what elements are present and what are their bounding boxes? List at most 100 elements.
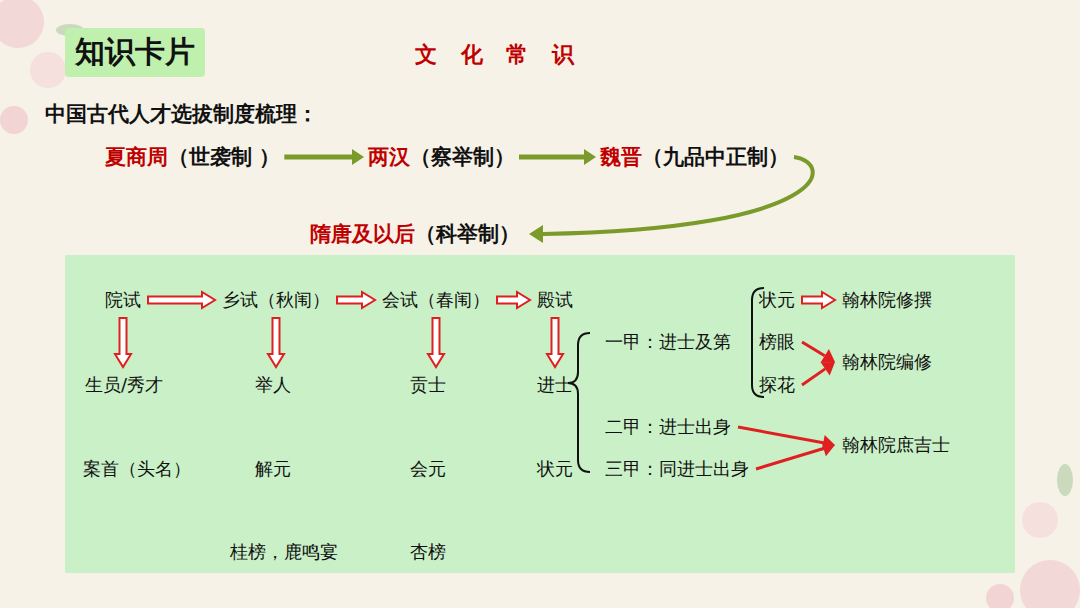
node-text: 进士 xyxy=(537,374,573,395)
flower xyxy=(0,106,28,134)
connector xyxy=(284,149,364,165)
connector xyxy=(115,318,131,367)
node-text: 隋唐及以后 xyxy=(310,222,415,246)
hollow-arrow xyxy=(547,318,563,367)
top-rank: 榜眼 xyxy=(757,329,797,355)
node-text: 贡士 xyxy=(410,374,446,395)
arrowhead xyxy=(352,149,364,165)
rank-group: 二甲：进士出身 xyxy=(603,414,733,440)
node-text: 举人 xyxy=(255,374,291,395)
leaf xyxy=(1057,464,1073,496)
connector xyxy=(497,292,530,308)
connector xyxy=(738,427,835,451)
top-rank: 状元 xyxy=(757,287,797,313)
node-text: 会试（春闱） xyxy=(382,289,490,310)
list-name: 桂榜，鹿鸣宴 xyxy=(230,540,338,564)
hollow-arrow xyxy=(115,318,131,367)
connector xyxy=(529,157,813,243)
node-subtext: （察举制） xyxy=(410,145,515,169)
hollow-arrow xyxy=(802,292,835,308)
arrow-line xyxy=(738,427,823,443)
degree-title: 举人 xyxy=(253,372,293,398)
arrow-line xyxy=(802,369,825,385)
arrowhead xyxy=(529,225,543,243)
arrow-line xyxy=(284,155,352,160)
arrowhead xyxy=(821,441,835,456)
node-text: 生员/秀才 xyxy=(85,374,163,395)
era-box: 魏晋（九品中正制） xyxy=(600,143,789,171)
rank-group: 一甲：进士及第 xyxy=(603,329,733,355)
node-text: 二甲：进士出身 xyxy=(605,416,731,437)
section-heading: 文 化 常 识 xyxy=(415,40,582,70)
era-box: 夏商周（世袭制 ） xyxy=(105,143,280,171)
node-text: 殿试 xyxy=(537,289,573,310)
hollow-arrow xyxy=(148,292,215,308)
node-text: 两汉 xyxy=(368,145,410,169)
node-text: 乡试（秋闱） xyxy=(222,289,330,310)
hollow-arrow xyxy=(497,292,530,308)
top-scorer: 会元 xyxy=(410,457,446,481)
degree-title: 进士 xyxy=(535,372,575,398)
top-scorer: 状元 xyxy=(537,457,573,481)
list-name: 杏榜 xyxy=(410,540,446,564)
node-text: 一甲：进士及第 xyxy=(605,331,731,352)
era-box: 隋唐及以后（科举制） xyxy=(310,220,520,248)
top-scorer: 解元 xyxy=(255,457,291,481)
hollow-arrow xyxy=(268,318,284,367)
connector xyxy=(148,292,215,308)
arrow-line xyxy=(756,448,824,469)
office-title: 翰林院编修 xyxy=(840,349,934,375)
brace xyxy=(568,333,590,472)
era-box: 两汉（察举制） xyxy=(368,143,515,171)
connector xyxy=(268,318,284,367)
arrow-line xyxy=(802,342,825,356)
flower xyxy=(986,584,1014,608)
connector xyxy=(756,441,835,469)
degree-title: 生员/秀才 xyxy=(83,372,165,398)
arrow-line xyxy=(519,155,584,160)
green-panel xyxy=(65,255,1015,573)
office-title: 翰林院庶吉士 xyxy=(840,432,952,458)
flower xyxy=(0,0,44,48)
connector xyxy=(547,318,563,367)
connector xyxy=(802,292,835,308)
connector xyxy=(802,342,835,363)
node-text: 探花 xyxy=(759,374,795,395)
connector xyxy=(428,318,444,367)
arrowhead xyxy=(584,149,596,165)
rank-group: 三甲：同进士出身 xyxy=(603,456,751,482)
exam-stage: 会试（春闱） xyxy=(380,287,492,313)
flower xyxy=(1020,560,1080,608)
connector xyxy=(337,292,375,308)
node-text: 状元 xyxy=(759,289,795,310)
title-tag: 知识卡片 xyxy=(65,28,205,77)
node-text: 院试 xyxy=(105,289,141,310)
arrowhead xyxy=(821,362,835,375)
node-subtext: （世袭制 ） xyxy=(168,145,280,169)
page-title: 中国古代人才选拔制度梳理： xyxy=(45,100,318,128)
node-text: 夏商周 xyxy=(105,145,168,169)
exam-stage: 乡试（秋闱） xyxy=(220,287,332,313)
degree-title: 贡士 xyxy=(408,372,448,398)
node-text: 翰林院庶吉士 xyxy=(842,434,950,455)
flower xyxy=(1022,502,1058,538)
office-title: 翰林院修撰 xyxy=(840,287,934,313)
node-subtext: （科举制） xyxy=(415,222,520,246)
node-text: 三甲：同进士出身 xyxy=(605,458,749,479)
connector xyxy=(802,362,835,385)
exam-stage: 殿试 xyxy=(535,287,575,313)
hollow-arrow xyxy=(428,318,444,367)
flower xyxy=(30,52,66,88)
hollow-arrow xyxy=(337,292,375,308)
node-text: 榜眼 xyxy=(759,331,795,352)
exam-stage: 院试 xyxy=(103,287,143,313)
top-scorer: 案首（头名） xyxy=(83,457,191,481)
node-text: 知识卡片 xyxy=(75,34,195,69)
node-text: 翰林院修撰 xyxy=(842,289,932,310)
node-text: 魏晋 xyxy=(600,145,642,169)
arrowhead xyxy=(821,349,835,363)
node-subtext: （九品中正制） xyxy=(642,145,789,169)
top-rank: 探花 xyxy=(757,372,797,398)
node-text: 翰林院编修 xyxy=(842,351,932,372)
connector xyxy=(519,149,596,165)
